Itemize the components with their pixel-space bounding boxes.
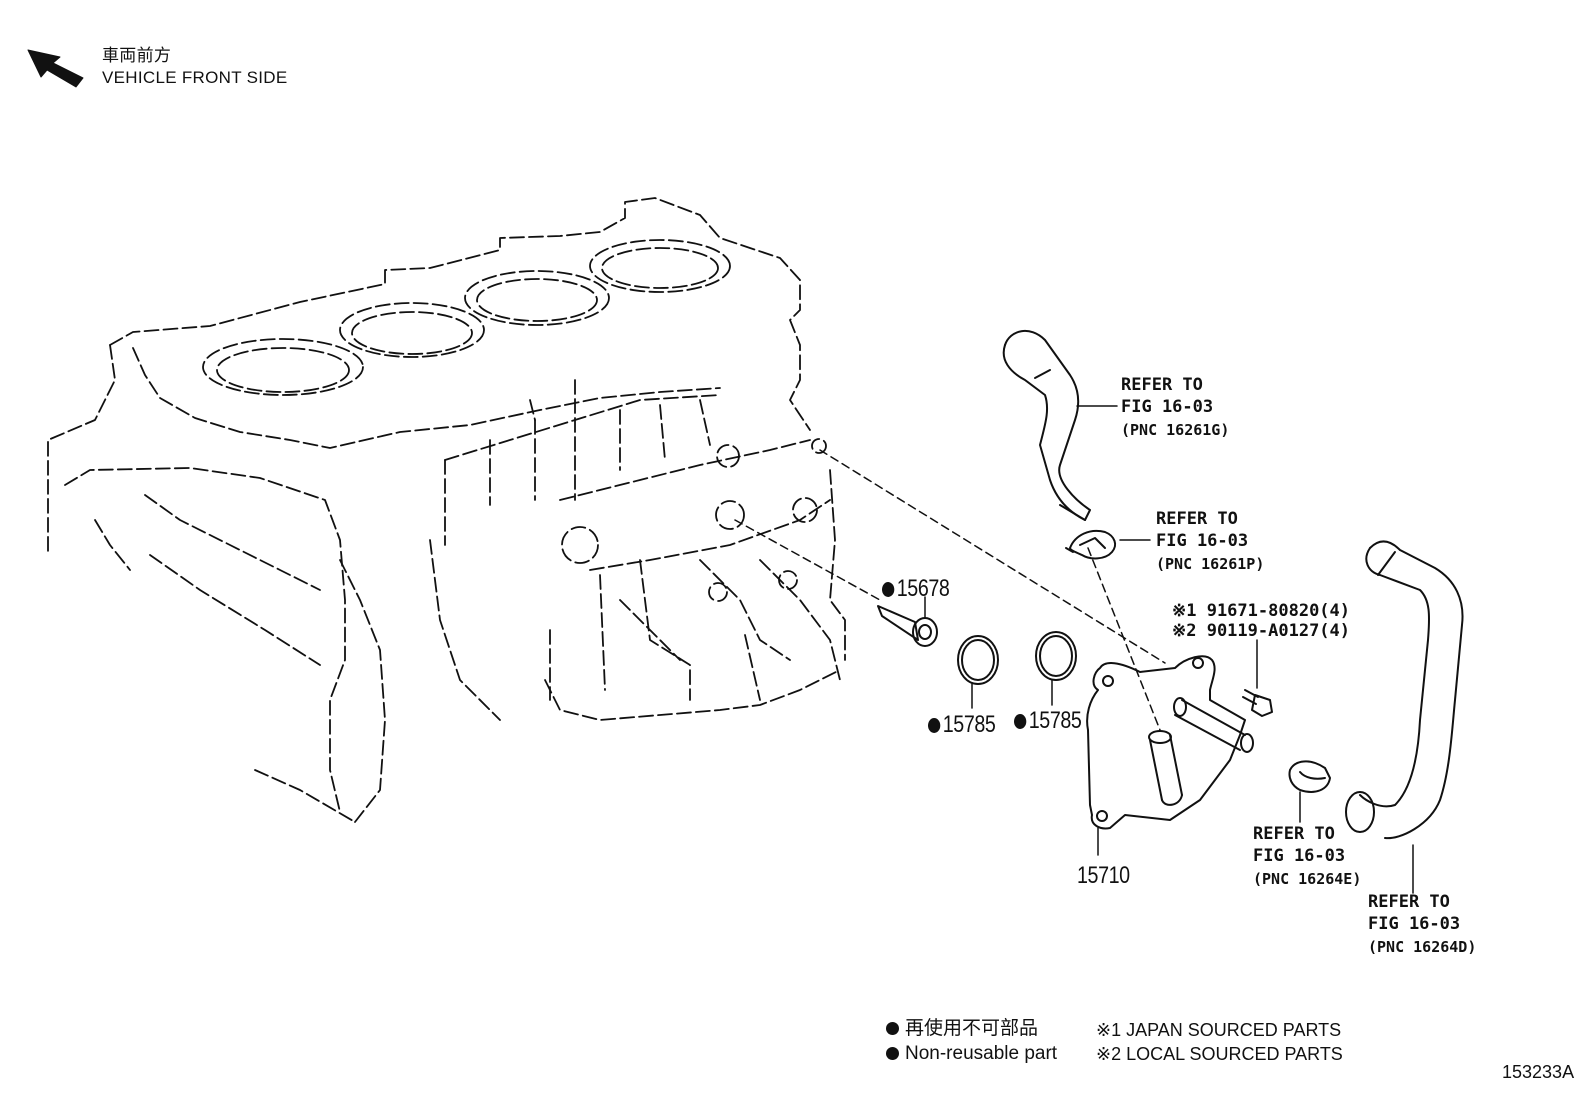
upper-hose-clip bbox=[1065, 529, 1117, 560]
callout-line: REFER TO bbox=[1121, 375, 1203, 395]
part-number-union: 15678 bbox=[882, 575, 950, 603]
direction-label-jp: 車両前方 bbox=[102, 46, 172, 65]
legend-local-sourced: ※2 LOCAL SOURCED PARTS bbox=[1096, 1044, 1343, 1064]
non-reusable-marker-icon bbox=[1014, 714, 1027, 730]
callout-line: REFER TO bbox=[1368, 892, 1450, 912]
part-number-gasket-right: 15785 bbox=[1014, 707, 1082, 735]
bolt bbox=[1242, 689, 1273, 717]
non-reusable-marker-icon bbox=[882, 582, 895, 598]
callout-line: REFER TO bbox=[1156, 509, 1238, 529]
non-reusable-marker-icon bbox=[928, 718, 941, 734]
bolt-part-japan: ※1 91671-80820(4) bbox=[1172, 601, 1351, 621]
alignment-lines bbox=[734, 449, 1166, 731]
callout-pnc: (PNC 16261G) bbox=[1121, 421, 1230, 439]
part-number-gasket-left: 15785 bbox=[928, 711, 996, 739]
callout-leaders bbox=[924, 405, 1414, 894]
lower-hose-clip bbox=[1288, 760, 1331, 793]
callout-line: FIG 16-03 bbox=[1156, 531, 1249, 551]
figure-id: 153233A bbox=[1502, 1062, 1575, 1082]
legend-non-reusable-jp: 再使用不可部品 bbox=[886, 1018, 1038, 1040]
bolt-part-local: ※2 90119-A0127(4) bbox=[1172, 621, 1351, 641]
legend-japan-sourced: ※1 JAPAN SOURCED PARTS bbox=[1096, 1020, 1342, 1040]
engine-block bbox=[47, 197, 846, 823]
callout-line: FIG 16-03 bbox=[1253, 846, 1346, 866]
callout-pnc: (PNC 16261P) bbox=[1156, 555, 1265, 573]
filled-circle-icon bbox=[886, 1022, 899, 1036]
gaskets bbox=[957, 631, 1077, 685]
callout-line: FIG 16-03 bbox=[1368, 914, 1461, 934]
arrow-up-left-icon bbox=[27, 49, 84, 88]
upper-hose bbox=[1002, 330, 1091, 521]
callout-pnc: (PNC 16264E) bbox=[1253, 870, 1362, 888]
callout-line: REFER TO bbox=[1253, 824, 1335, 844]
direction-label-en: VEHICLE FRONT SIDE bbox=[102, 68, 288, 87]
lower-hose bbox=[1345, 540, 1464, 840]
callout-pnc: (PNC 16264D) bbox=[1368, 938, 1477, 956]
filled-circle-icon bbox=[886, 1047, 899, 1061]
union-fitting bbox=[877, 605, 938, 647]
callout-line: FIG 16-03 bbox=[1121, 397, 1214, 417]
part-number-oil-cooler: 15710 bbox=[1077, 862, 1130, 889]
legend-non-reusable-en: Non-reusable part bbox=[886, 1043, 1057, 1065]
oil-cooler bbox=[1086, 655, 1254, 830]
